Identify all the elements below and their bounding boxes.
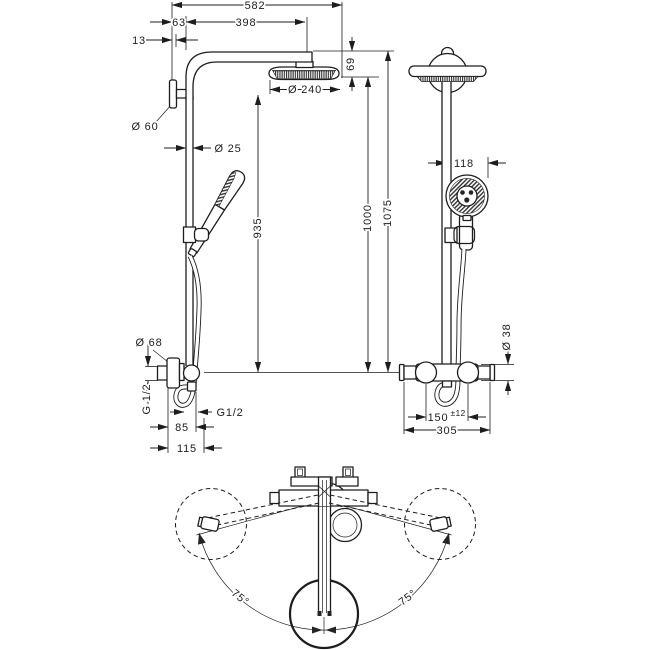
dim-118-label: 118 bbox=[454, 158, 474, 170]
connector-body-left bbox=[200, 516, 220, 532]
holder-plate-front bbox=[444, 227, 458, 244]
select-button-dot-right bbox=[468, 190, 474, 195]
hand-shower-front-ring-outer bbox=[449, 178, 485, 214]
valve-knob-right-inner bbox=[345, 468, 351, 476]
valve-wall-tab-left bbox=[398, 363, 405, 382]
swivel-arm-right-bottom bbox=[328, 502, 443, 528]
zero-marker-left bbox=[312, 626, 323, 634]
riser-pipe-front-fill bbox=[442, 82, 451, 366]
arm-mount-column bbox=[317, 476, 332, 508]
dim-582-label: 582 bbox=[245, 0, 266, 12]
mount-hatch-2 bbox=[318, 485, 331, 498]
shower-hose-side-inner bbox=[174, 255, 201, 407]
holder-plate-side bbox=[182, 226, 197, 244]
overhead-shower-front bbox=[408, 65, 487, 78]
dim-150-tolerance-label: ±12 bbox=[450, 408, 465, 418]
hand-shower-center-disc bbox=[456, 185, 478, 207]
valve-handle-side bbox=[182, 364, 201, 382]
shower-hose-front-inner bbox=[435, 248, 466, 406]
dim-398-label: 398 bbox=[236, 17, 257, 29]
dim-escutcheon-diameter-label: Ø 68 bbox=[135, 337, 162, 349]
hose-fitting-side bbox=[186, 381, 197, 392]
overhead-shower-spray-face bbox=[272, 70, 336, 79]
valve-handle-left bbox=[414, 361, 438, 384]
swivel-arm-left-bottom bbox=[205, 502, 320, 528]
select-button-dot-bottom bbox=[464, 197, 470, 203]
front-view: 118 Ø 38 150 ±12 305 bbox=[398, 46, 515, 439]
hand-shower-bottom-tab bbox=[462, 214, 472, 222]
swivel-arm-left-top bbox=[204, 494, 319, 519]
valve-end-block-left bbox=[269, 491, 280, 505]
valve-handle-right bbox=[456, 361, 480, 384]
dim-25-label: Ø 25 bbox=[214, 143, 241, 155]
hose-fitting-front bbox=[441, 380, 453, 388]
connector-body-right bbox=[429, 516, 449, 532]
wall-mount-plate bbox=[168, 79, 178, 109]
dim-13-label: 13 bbox=[132, 35, 146, 47]
wall-mount-bracket bbox=[175, 88, 188, 99]
select-button-dot-left bbox=[460, 190, 465, 195]
hand-shower-nut bbox=[187, 248, 198, 258]
swivel-head-connector-right bbox=[429, 516, 452, 532]
dim-38-label: Ø 38 bbox=[501, 323, 513, 350]
dim-85-label: 85 bbox=[175, 422, 189, 434]
swivel-arc-arrow-right bbox=[442, 533, 451, 545]
valve-end-block-right bbox=[367, 491, 378, 505]
swivel-position-left bbox=[175, 488, 247, 560]
swivel-arc bbox=[198, 532, 450, 631]
overhead-shower-front-spray bbox=[416, 76, 479, 82]
hand-shower-spray-ring bbox=[449, 178, 485, 214]
arm-tube-fill bbox=[318, 507, 331, 611]
valve-cap-left-plan bbox=[290, 476, 333, 487]
dim-1000-label: 1000 bbox=[362, 204, 374, 232]
holder-clamp-side bbox=[193, 227, 210, 242]
dim-115-label: 115 bbox=[177, 443, 197, 455]
valve-cap-right-plan bbox=[335, 476, 359, 487]
hand-shower-joint-line bbox=[214, 204, 225, 211]
hand-shower-plan-inner bbox=[332, 512, 358, 538]
zero-marker-right bbox=[325, 626, 336, 634]
dim-240-label: Ø 240 bbox=[288, 84, 322, 96]
plan-view: 75° 75° bbox=[175, 466, 476, 650]
dim-935-label: 935 bbox=[252, 218, 264, 239]
leader-escutcheon-diameter bbox=[152, 349, 169, 363]
hand-shower-side bbox=[187, 170, 246, 258]
dim-plate-diameter-label: Ø 60 bbox=[131, 121, 158, 133]
hand-shower-plan bbox=[327, 507, 363, 543]
dim-wall-thread-label: G 1/2 bbox=[141, 384, 153, 415]
swivel-arc-arrow-left bbox=[197, 533, 206, 545]
hand-shower-face-hatch bbox=[214, 172, 237, 207]
valve-wall-tab-right bbox=[489, 363, 496, 382]
arm-tube-foot-left bbox=[317, 611, 322, 616]
dim-1075-label: 1075 bbox=[382, 199, 394, 227]
swivel-head-connector-left bbox=[197, 516, 220, 532]
swivel-position-right bbox=[404, 488, 476, 560]
dim-63-label: 63 bbox=[172, 17, 186, 29]
swivel-arm-right-top bbox=[329, 494, 444, 519]
dim-hose-thread-label: G1/2 bbox=[216, 407, 243, 419]
valve-escutcheon-side bbox=[166, 357, 181, 389]
arm-tube-foot-right bbox=[327, 611, 332, 616]
shower-arm bbox=[185, 51, 313, 100]
dim-69-label: 69 bbox=[345, 57, 357, 71]
holder-clamp-front bbox=[453, 225, 476, 245]
side-view: 582 63 398 13 Ø 60 Ø 240 69 Ø 25 935 100… bbox=[130, 0, 404, 457]
dim-305-label: 305 bbox=[437, 425, 458, 437]
valve-knob-left-inner bbox=[297, 468, 303, 476]
dim-150-label: 150 bbox=[428, 412, 449, 424]
